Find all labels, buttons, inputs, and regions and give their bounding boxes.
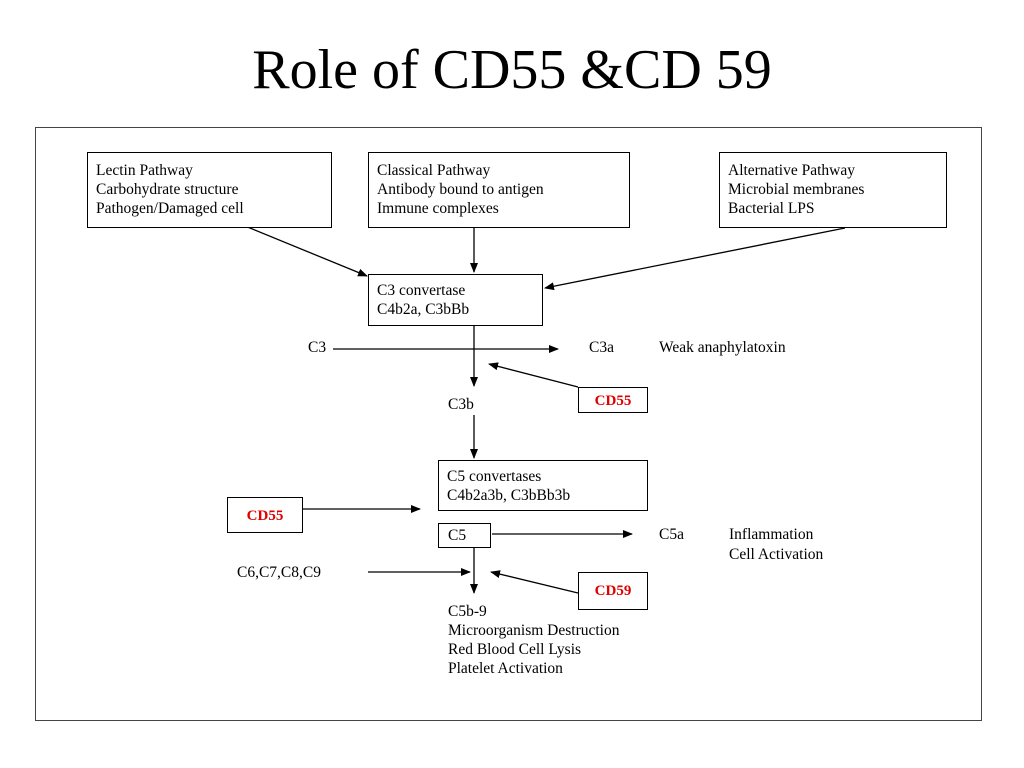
c5a-description-cell-activation: Cell Activation <box>729 546 824 563</box>
arrow-cd55-inhibits-c3-convertase <box>488 362 579 388</box>
c3a-description: Weak anaphylatoxin <box>659 339 786 356</box>
c5-convertases-title: C5 convertases <box>447 468 542 485</box>
classical-pathway-title: Classical Pathway <box>377 162 491 179</box>
c5-convertases-box: C5 convertases C4b2a3b, C3bBb3b <box>438 460 648 511</box>
diagram-frame <box>35 127 982 721</box>
cd55-inhibitor-badge: CD55 <box>578 387 648 413</box>
c5a-description-inflammation: Inflammation <box>729 526 814 543</box>
classical-pathway-trigger: Antibody bound to antigen <box>377 181 544 198</box>
alternative-pathway-target: Bacterial LPS <box>728 200 815 217</box>
c5-convertases-components: C4b2a3b, C3bBb3b <box>447 487 571 504</box>
c3-label: C3 <box>308 339 327 356</box>
c3-convertase-box: C3 convertase C4b2a, C3bBb <box>368 274 543 326</box>
slide-title: Role of CD55 &CD 59 <box>252 39 772 101</box>
cd55-inhibitor-badge-left: CD55 <box>227 497 303 533</box>
arrow-cd59-inhibits-mac <box>490 570 579 594</box>
c6-c9-label: C6,C7,C8,C9 <box>237 564 321 581</box>
c5b9-membrane-attack-complex: C5b-9 Microorganism Destruction Red Bloo… <box>448 602 619 678</box>
alternative-pathway-trigger: Microbial membranes <box>728 181 865 198</box>
alternative-pathway-box: Alternative Pathway Microbial membranes … <box>719 152 947 228</box>
c5b9-label: C5b-9 <box>448 603 487 620</box>
c3-convertase-components: C4b2a, C3bBb <box>377 301 470 318</box>
arrow-lectin-to-c3-convertase <box>244 225 368 277</box>
c3b-label: C3b <box>448 396 474 413</box>
lectin-pathway-trigger: Carbohydrate structure <box>96 181 239 198</box>
classical-pathway-box: Classical Pathway Antibody bound to anti… <box>368 152 630 228</box>
c5a-label: C5a <box>659 526 684 543</box>
c5-label: C5 <box>448 527 467 544</box>
c5-box: C5 <box>438 523 491 548</box>
c3a-label: C3a <box>589 339 614 356</box>
lectin-pathway-title: Lectin Pathway <box>96 162 193 179</box>
lectin-pathway-target: Pathogen/Damaged cell <box>96 200 244 217</box>
alternative-pathway-title: Alternative Pathway <box>728 162 855 179</box>
lectin-pathway-box: Lectin Pathway Carbohydrate structure Pa… <box>87 152 332 228</box>
c5b9-effect-microorganism: Microorganism Destruction <box>448 622 620 639</box>
arrow-alternative-to-c3-convertase <box>544 227 846 291</box>
c5b9-effect-rbc-lysis: Red Blood Cell Lysis <box>448 641 582 658</box>
cd59-inhibitor-badge: CD59 <box>578 572 648 610</box>
c3-convertase-title: C3 convertase <box>377 282 466 299</box>
c5b9-effect-platelet: Platelet Activation <box>448 660 563 677</box>
classical-pathway-target: Immune complexes <box>377 200 499 217</box>
